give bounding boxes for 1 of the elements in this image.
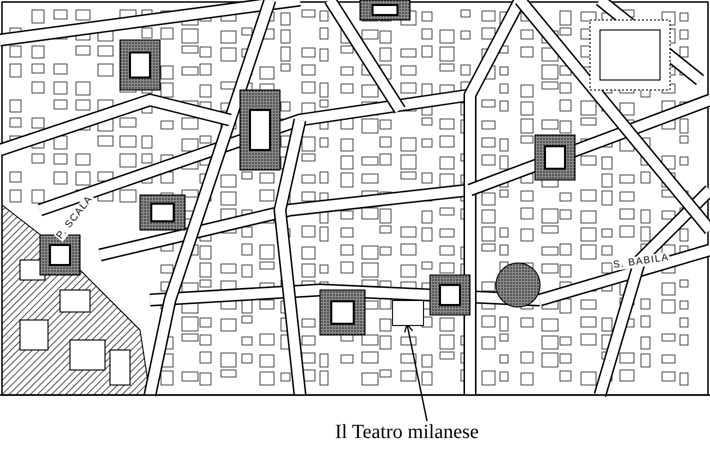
courtyard	[392, 300, 424, 326]
